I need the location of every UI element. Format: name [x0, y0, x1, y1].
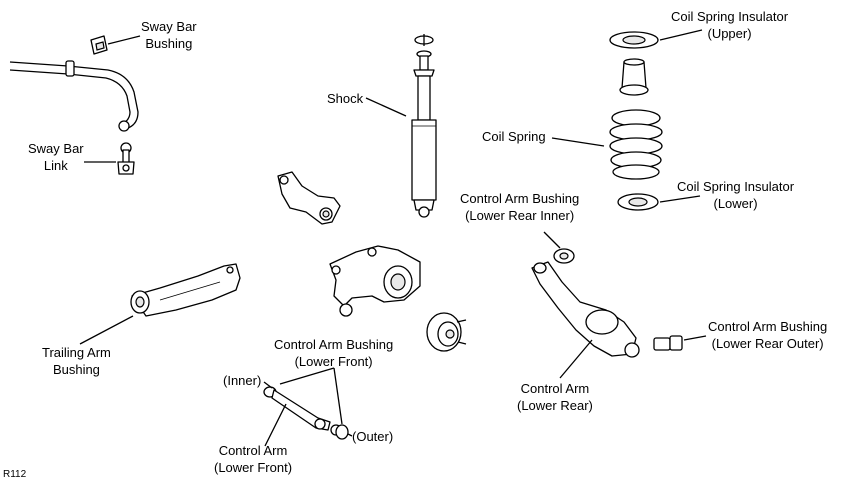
sway-bar-bushing: [90, 35, 108, 55]
knuckle: [329, 245, 421, 317]
bump-stop: [619, 58, 649, 96]
label-coil-spring-insulator-upper: Coil Spring Insulator (Upper): [671, 9, 789, 41]
coil-spring: [609, 109, 663, 180]
coil-spring-insulator-upper: [609, 31, 659, 49]
lower-rear-outer-bushing: [653, 335, 683, 351]
sway-bar-link: [117, 142, 135, 175]
shock-absorber: [411, 34, 437, 218]
label-inner: (Inner): [223, 373, 262, 388]
label-control-arm-bushing-lower-rear-inner: Control Arm Bushing (Lower Rear Inner): [460, 191, 580, 223]
label-outer: (Outer): [352, 429, 394, 444]
lower-rear-control-arm: [531, 261, 640, 358]
sway-bar: [9, 60, 139, 132]
label-sway-bar-link: Sway Bar Link: [28, 141, 84, 173]
label-coil-spring: Coil Spring: [482, 129, 546, 144]
label-coil-spring-insulator-lower: Coil Spring Insulator (Lower): [677, 179, 795, 211]
label-sway-bar-bushing: Sway Bar Bushing: [141, 19, 197, 51]
diagram-id: R112: [3, 469, 27, 480]
lower-front-control-arm: [263, 386, 349, 440]
label-control-arm-lower-rear: Control Arm (Lower Rear): [517, 381, 593, 413]
trailing-arm: [130, 263, 241, 317]
label-shock: Shock: [327, 91, 364, 106]
label-control-arm-bushing-lower-rear-outer: Control Arm Bushing (Lower Rear Outer): [708, 319, 828, 351]
coil-spring-insulator-lower: [617, 193, 659, 211]
label-control-arm-lower-front: Control Arm (Lower Front): [214, 443, 293, 475]
label-trailing-arm-bushing: Trailing Arm Bushing: [42, 345, 111, 377]
upper-control-bracket: [277, 171, 341, 225]
label-control-arm-bushing-lower-front: Control Arm Bushing (Lower Front): [274, 337, 394, 369]
lower-rear-inner-bushing: [553, 248, 575, 264]
wheel-hub: [426, 312, 467, 352]
leader-lines: [79, 29, 707, 447]
